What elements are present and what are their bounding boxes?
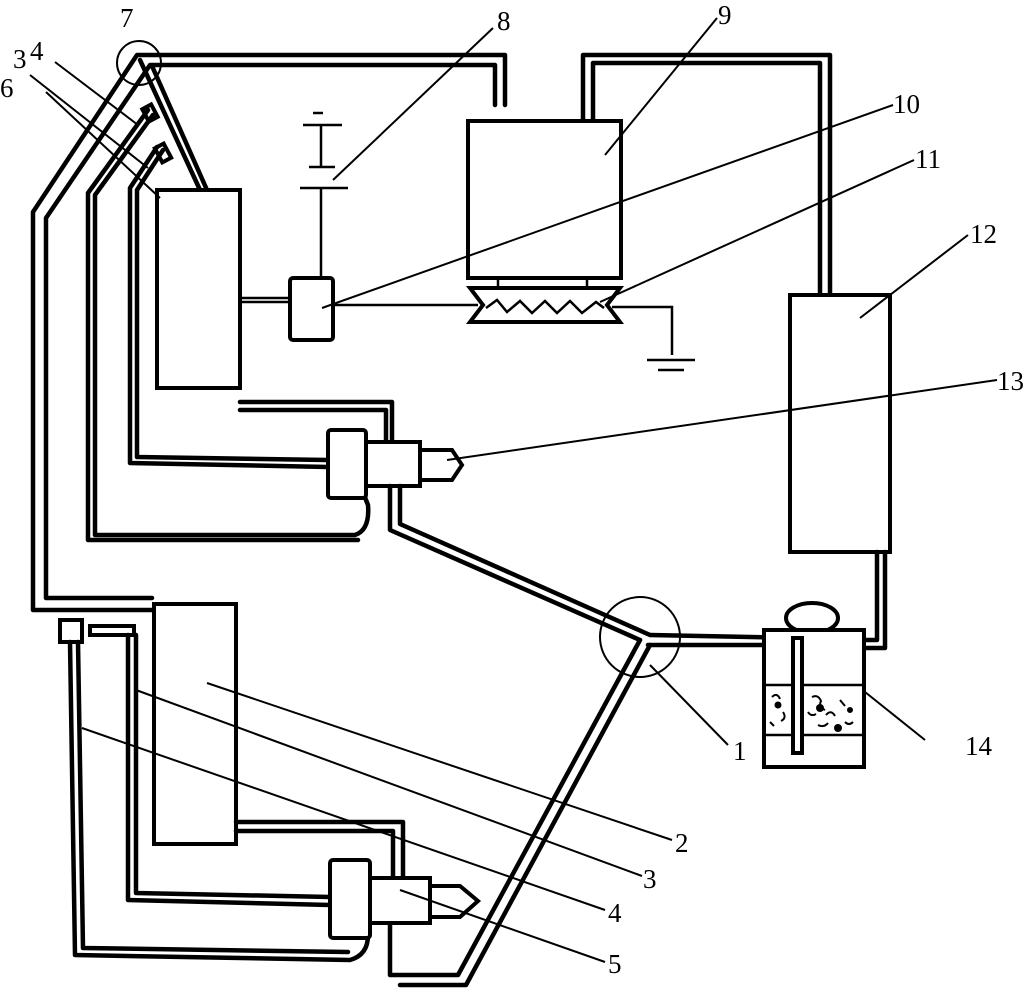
label-3: 3: [643, 864, 657, 894]
label-9: 9: [718, 0, 732, 30]
pipe-unit2-to-nozzle5-a: [233, 819, 406, 883]
unit-12: [788, 293, 892, 554]
heater-ground-wire: [612, 305, 674, 355]
pipe-9-to-12: [580, 52, 833, 298]
label-7: 7: [120, 3, 134, 33]
nozzle-13: [326, 428, 465, 500]
leader-3: [135, 689, 643, 877]
fitting-lower-a: [58, 618, 84, 644]
label-5: 5: [608, 949, 622, 979]
pipe-nozzle13-to-junction1-a: [387, 483, 643, 643]
nozzle-5-barrel: [368, 876, 432, 925]
label-2: 2: [675, 828, 689, 858]
nozzle-5-body: [328, 858, 372, 940]
label-4-upper: 4: [30, 36, 44, 66]
pipe-inner-line: [43, 62, 498, 601]
leader-4: [81, 727, 606, 911]
pipe-lower-inner-loop-a: [125, 632, 333, 908]
pipe-unit12-to-vessel14-a: [859, 549, 888, 651]
label-10: 10: [893, 89, 920, 119]
pipe-to-unit-6-a: [137, 57, 203, 193]
heater-11-body: [465, 286, 625, 324]
upper-fittings: [85, 101, 371, 543]
pipe-unit6-to-nozzle13-b: [237, 407, 389, 443]
label-11: 11: [915, 144, 941, 174]
leader-4-upper: [54, 61, 139, 126]
leader-13: [446, 379, 998, 461]
leader-6: [45, 91, 161, 199]
nozzle-13-body: [326, 428, 368, 500]
pipe-9-12-outer: [580, 52, 833, 298]
pipe-fitting4-to-nozzle13: [92, 112, 371, 538]
pipe-lower-outer-loop-b: [75, 639, 351, 955]
leader-9: [604, 17, 718, 156]
fitting-lower-b: [88, 624, 136, 637]
vessel-14: [762, 601, 866, 769]
leader-3-upper: [29, 74, 149, 169]
label-1: 1: [733, 736, 747, 766]
leader-lines: [29, 17, 998, 963]
pipe-fitting3-to-nozzle13: [134, 147, 331, 463]
nozzle-5-tip: [428, 884, 482, 919]
nozzle-5: [328, 858, 482, 940]
pipe-fitting3-to-nozzle13-outer: [127, 144, 331, 470]
label-12: 12: [970, 219, 997, 249]
control-box-10: [288, 276, 335, 342]
leader-14: [864, 691, 926, 741]
pipe-unit6-to-nozzle13-a: [237, 399, 395, 443]
pipe-junction1-to-nozzle5-b: [397, 642, 653, 988]
battery-8: [300, 111, 348, 278]
unit-2: [152, 602, 238, 846]
pipe-to-unit-6-b: [149, 63, 210, 193]
nozzle-13-barrel: [364, 440, 422, 488]
unit-9: [466, 119, 623, 280]
pipe-unit2-to-nozzle5-b: [233, 828, 396, 883]
leader-11: [599, 159, 915, 303]
pipe-9-12-inner: [590, 60, 823, 298]
pipe-lower-inner-loop-b: [133, 632, 333, 900]
leader-10: [321, 104, 894, 309]
label-4: 4: [608, 898, 622, 928]
leader-12: [859, 234, 969, 319]
vessel-14-dip-tube: [791, 636, 804, 755]
pipe-outer-line: [30, 52, 508, 613]
leader-5: [399, 889, 606, 963]
main-pipe-top: [30, 52, 508, 613]
leader-8: [332, 27, 494, 181]
unit-6: [155, 188, 242, 390]
vessel-fill-texture: [769, 693, 854, 732]
pipe-junction1-to-nozzle5-a: [387, 637, 643, 978]
label-8: 8: [497, 6, 511, 36]
pipe-fitting4-to-nozzle13-outer: [85, 107, 361, 543]
label-13: 13: [997, 366, 1024, 396]
pipe-nozzle13-to-junction1-b: [397, 483, 653, 638]
leader-1: [649, 664, 729, 746]
heater-11-coil: [485, 298, 605, 315]
label-3-upper: 3: [13, 44, 27, 74]
nozzle-13-tip: [418, 448, 465, 482]
label-14: 14: [965, 731, 993, 761]
leader-2: [206, 682, 673, 841]
pipe-unit12-to-vessel14-b: [859, 549, 880, 643]
label-6: 6: [0, 73, 14, 103]
heater-11: [465, 286, 695, 372]
